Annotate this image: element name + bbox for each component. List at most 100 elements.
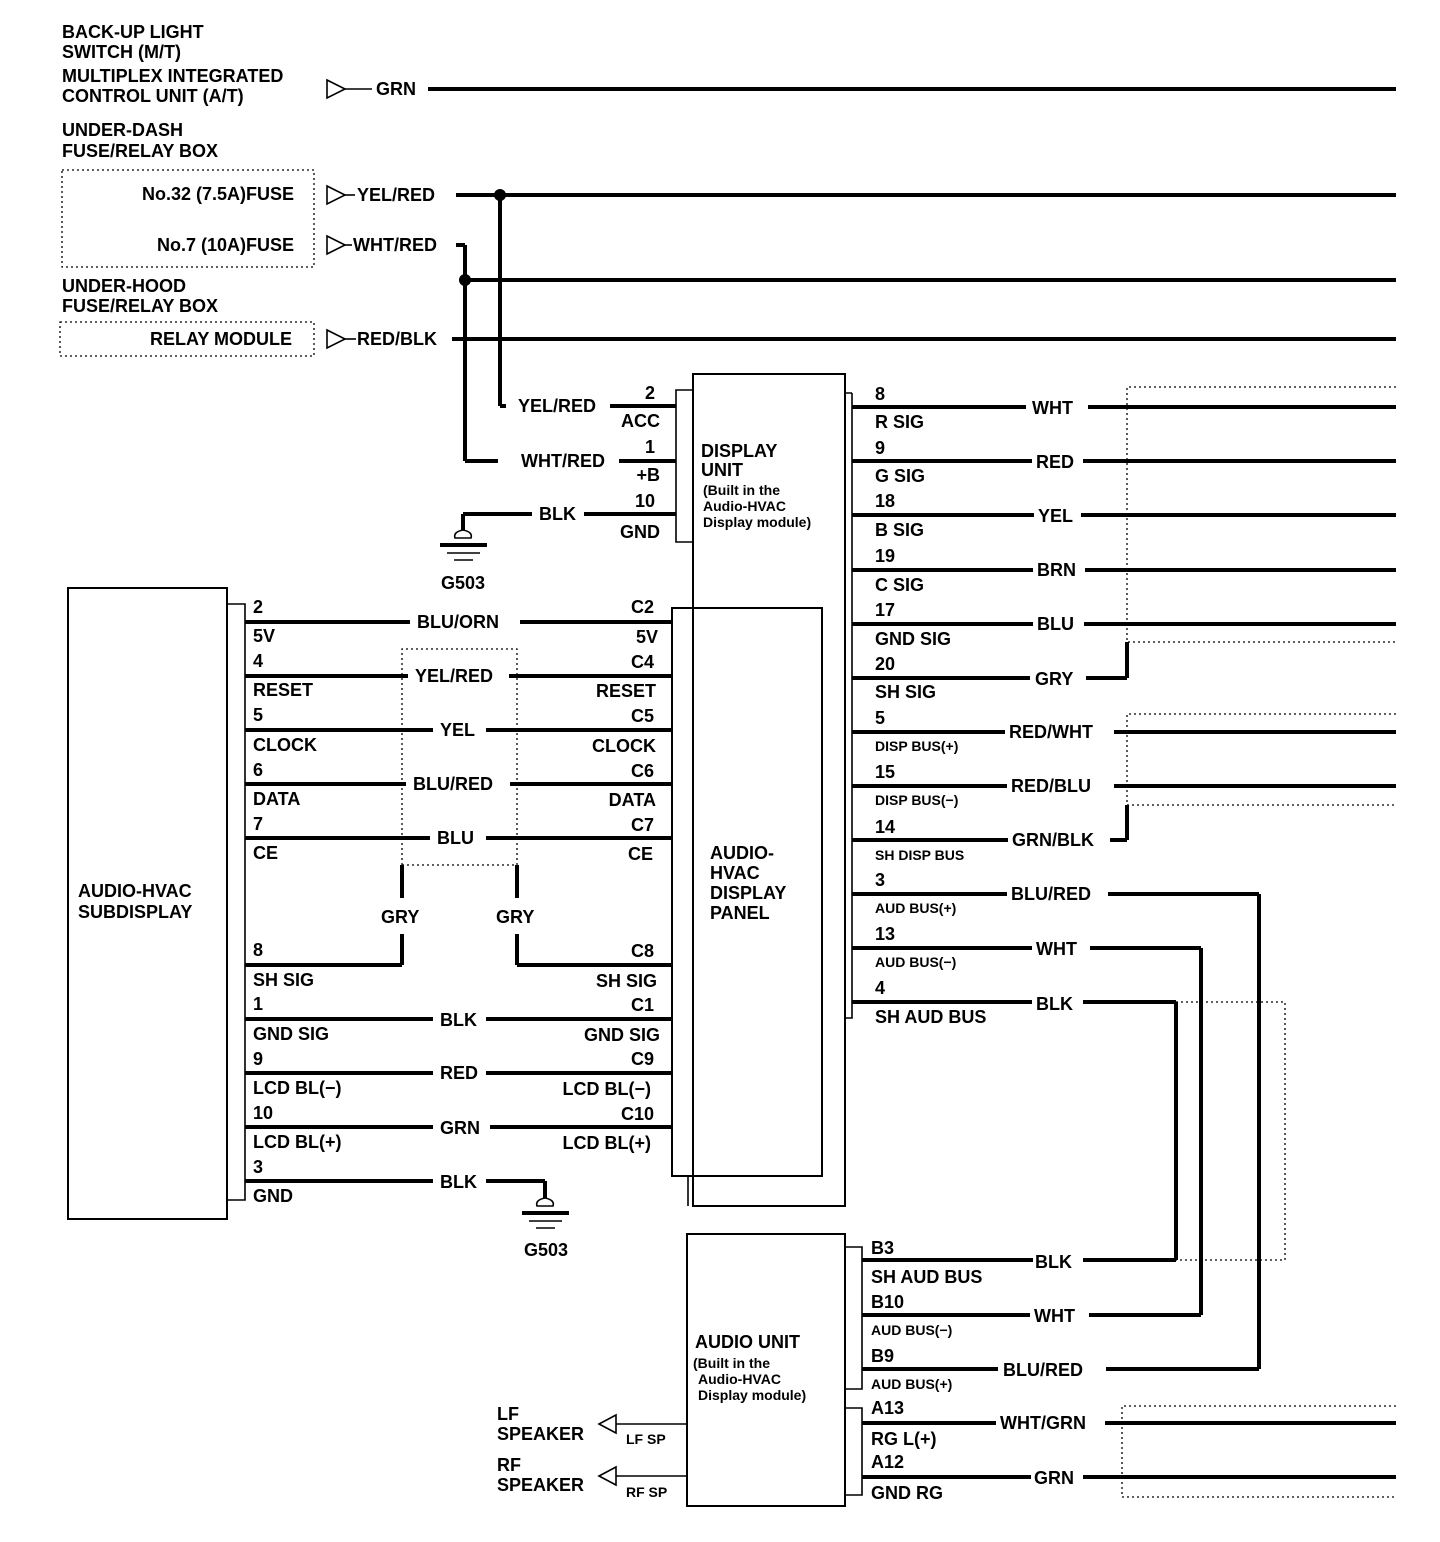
pin-number: 10 [635, 491, 655, 511]
pin-name: RG L(+) [871, 1429, 937, 1449]
pin-number: A13 [871, 1398, 904, 1418]
wire-label: GRN/BLK [1012, 830, 1094, 850]
wire-label: BLU/ORN [417, 612, 499, 632]
pin-name: ACC [621, 411, 660, 431]
subdisplay-wires [245, 620, 672, 1198]
pin-name: DISP BUS(+) [875, 738, 958, 754]
pin-name: RESET [253, 680, 313, 700]
wire-label: WHT/GRN [1000, 1413, 1086, 1433]
wire-label: YEL/RED [518, 396, 596, 416]
lf-speaker-arrow-icon [597, 1413, 617, 1435]
shield-outlines-right [1121, 386, 1396, 1498]
pin-name: SH SIG [253, 970, 314, 990]
wire-label: WHT [1032, 398, 1073, 418]
wire-label: RED/WHT [1009, 722, 1093, 742]
rf-speaker-label: SPEAKER [497, 1475, 584, 1495]
pin-number: 1 [253, 994, 263, 1014]
wire-label: GRY [1035, 669, 1073, 689]
panel-pin-name: RESET [596, 681, 656, 701]
connector-triangle-icon [326, 184, 347, 206]
audio-unit-connector-b [845, 1246, 863, 1390]
panel-pin-number: C10 [621, 1104, 654, 1124]
display-panel-box [671, 607, 823, 1177]
display-unit-box [692, 373, 846, 1207]
pin-number: 5 [253, 705, 263, 725]
pin-name: AUD BUS(−) [871, 1322, 952, 1338]
subdisplay-pins: 2 5V BLU/ORN C2 5V 4 RESET YEL/RED C4 RE… [253, 597, 660, 1206]
wire-label: BLK [440, 1010, 477, 1030]
mux-unit-label: CONTROL UNIT (A/T) [62, 86, 244, 106]
display-unit-title: UNIT [701, 460, 743, 480]
audio-unit-right-pins: B3 SH AUD BUS BLK B10 AUD BUS(−) WHT B9 … [871, 1238, 1086, 1503]
display-unit-right-connector [845, 392, 853, 1019]
pin-number: B10 [871, 1292, 904, 1312]
pin-number: 18 [875, 491, 895, 511]
panel-pin-name: SH SIG [596, 971, 657, 991]
wire-label: BLK [1036, 994, 1073, 1014]
pin-number: 4 [253, 651, 263, 671]
display-unit-subtitle: Display module) [703, 514, 811, 530]
panel-pin-number: C5 [631, 706, 654, 726]
mux-wire-label: GRN [376, 79, 416, 99]
audio-unit-subtitle: Display module) [698, 1387, 806, 1403]
display-unit-subtitle: (Built in the [703, 482, 780, 498]
panel-title: HVAC [710, 863, 760, 883]
wire-label: YEL/RED [415, 666, 493, 686]
lf-speaker-label: LF [497, 1404, 519, 1424]
pin-number: 19 [875, 546, 895, 566]
pin-number: 2 [253, 597, 263, 617]
backup-switch-label: SWITCH (M/T) [62, 42, 181, 62]
pin-number: 10 [253, 1103, 273, 1123]
subdisplay-title: AUDIO-HVAC [78, 881, 192, 901]
wire-label: BLU [1037, 614, 1074, 634]
underhood-box-label: FUSE/RELAY BOX [62, 296, 218, 316]
wire-label: YEL [440, 720, 475, 740]
audio-unit-subtitle: Audio-HVAC [698, 1371, 781, 1387]
panel-pin-name: LCD BL(+) [563, 1133, 652, 1153]
pin-number: 9 [253, 1049, 263, 1069]
backup-switch-label: BACK-UP LIGHT [62, 22, 204, 42]
panel-pin-name: 5V [636, 627, 658, 647]
wire-label: BLU/RED [1003, 1360, 1083, 1380]
wire-label: RED [1036, 452, 1074, 472]
speaker-outputs: LF SPEAKER LF SP RF SPEAKER RF SP [497, 1404, 687, 1500]
pin-number: 1 [645, 437, 655, 457]
pin-name: C SIG [875, 575, 924, 595]
wire-label: BLU/RED [1011, 884, 1091, 904]
splice-junction [494, 189, 506, 201]
pin-number: 6 [253, 760, 263, 780]
underhood-relay-box [59, 321, 315, 357]
display-unit-left-wires [461, 404, 676, 530]
pin-name: SH SIG [875, 682, 936, 702]
rf-speaker-arrow-icon [597, 1465, 617, 1487]
display-unit-left-connector [675, 389, 693, 543]
display-unit-right-pins: 8 R SIG WHT 9 G SIG RED 18 B SIG YEL 19 … [875, 384, 1094, 1027]
wire-label: GRN [440, 1118, 480, 1138]
pin-name: LCD BL(−) [253, 1078, 342, 1098]
panel-pin-name: CE [628, 844, 653, 864]
wire-label: RED/BLU [1011, 776, 1091, 796]
panel-title: AUDIO- [710, 843, 774, 863]
pin-number: 3 [875, 870, 885, 890]
pin-name: DATA [253, 789, 300, 809]
ground-top-icon [440, 529, 487, 561]
panel-pin-name: DATA [609, 790, 656, 810]
pin-number: 2 [645, 383, 655, 403]
pin-name: SH AUD BUS [875, 1007, 986, 1027]
panel-title: DISPLAY [710, 883, 786, 903]
panel-pin-name: LCD BL(−) [563, 1079, 652, 1099]
source-wires [428, 87, 1396, 463]
wire-label: BLU/RED [413, 774, 493, 794]
pin-number: 14 [875, 817, 895, 837]
pin-name: SH AUD BUS [871, 1267, 982, 1287]
wire-label: RED [440, 1063, 478, 1083]
subdisplay-title: SUBDISPLAY [78, 902, 192, 922]
audio-unit-title: AUDIO UNIT [695, 1332, 800, 1352]
display-unit-right-wires [852, 405, 1396, 1369]
pin-number: 9 [875, 438, 885, 458]
pin-name: GND SIG [875, 629, 951, 649]
display-unit-title: DISPLAY [701, 441, 777, 461]
pin-number: 15 [875, 762, 895, 782]
ground-bottom-icon [522, 1197, 569, 1229]
wire-label: WHT [1034, 1306, 1075, 1326]
